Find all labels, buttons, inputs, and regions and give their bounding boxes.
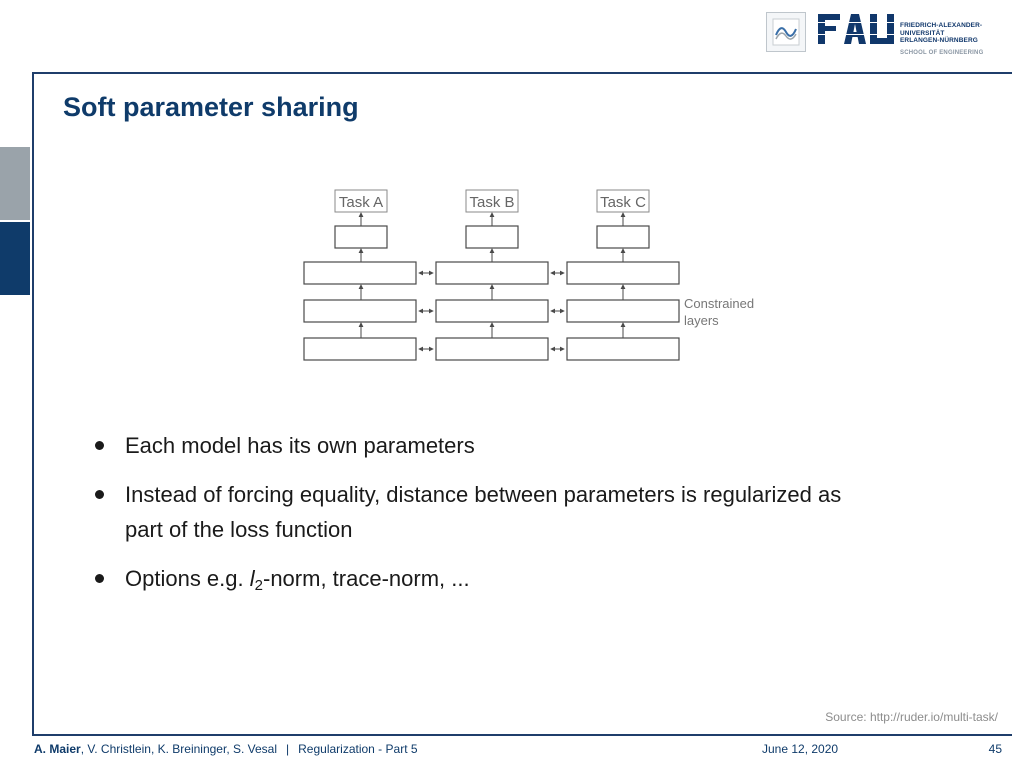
column-task-c: Task C	[566, 189, 680, 361]
university-name-line: UNIVERSITÄT	[900, 29, 945, 37]
bullet-text: -norm, trace-norm, ...	[263, 566, 470, 591]
column-task-a: Task A	[303, 189, 417, 361]
soft-sharing-diagram: Task A Task B Task C	[303, 189, 758, 361]
constrained-layer	[435, 337, 549, 361]
constrained-layer	[303, 337, 417, 361]
task-label: Task B	[469, 194, 514, 211]
task-specific-layer	[465, 225, 519, 249]
frame-left-rule	[32, 72, 34, 736]
university-name: FRIEDRICH-ALEXANDER- UNIVERSITÄT ERLANGE…	[900, 22, 982, 45]
frame-top-rule	[32, 72, 1012, 74]
bullet-text: part of the loss function	[125, 517, 353, 542]
section-tab-current[interactable]	[0, 222, 30, 295]
constrained-layer	[435, 299, 549, 323]
lead-author: A. Maier	[34, 742, 81, 756]
footer-date: June 12, 2020	[762, 742, 839, 756]
math-variable: l	[249, 566, 255, 591]
constrained-layer	[303, 299, 417, 323]
source-citation: Source: http://ruder.io/multi-task/	[825, 710, 998, 724]
bullet-text: Instead of forcing equality, distance be…	[125, 482, 842, 507]
task-label: Task C	[600, 194, 646, 211]
bullet-icon	[95, 574, 104, 583]
annotation-line: layers	[684, 313, 719, 328]
task-box	[596, 189, 650, 213]
constrained-layer	[566, 337, 680, 361]
bullet-list: Each model has its own parameters Instea…	[95, 428, 975, 617]
co-authors: , V. Christlein, K. Breininger, S. Vesal	[80, 742, 278, 756]
bullet-item: Options e.g. l2-norm, trace-norm, ...	[95, 561, 975, 603]
constrained-layer	[435, 261, 549, 285]
bullet-item: Instead of forcing equality, distance be…	[95, 477, 975, 547]
university-logo: FRIEDRICH-ALEXANDER- UNIVERSITÄT ERLANGE…	[766, 12, 996, 62]
constraint-arrows	[418, 270, 565, 352]
university-emblem-icon	[766, 12, 806, 52]
constrained-layer	[566, 299, 680, 323]
constrained-layers-label: Constrained layers	[684, 296, 758, 328]
constrained-layer	[303, 261, 417, 285]
lecture-title: Regularization - Part 5	[298, 742, 418, 756]
bullet-icon	[95, 490, 104, 499]
frame-bottom-rule	[32, 734, 1012, 736]
school-name: SCHOOL OF ENGINEERING	[900, 50, 984, 56]
annotation-line: Constrained	[684, 296, 754, 311]
university-name-line: ERLANGEN-NÜRNBERG	[900, 37, 978, 44]
footer-authors: A. Maier, V. Christlein, K. Breininger, …	[34, 742, 418, 756]
task-box	[465, 189, 519, 213]
math-subscript: 2	[254, 577, 263, 594]
bullet-text: Options e.g.	[125, 566, 244, 591]
slide-title: Soft parameter sharing	[63, 92, 359, 122]
column-task-b: Task B	[435, 189, 549, 361]
task-specific-layer	[334, 225, 388, 249]
fau-wordmark	[818, 12, 896, 51]
task-box	[334, 189, 388, 213]
university-name-line: FRIEDRICH-ALEXANDER-	[900, 22, 983, 29]
constrained-layer	[566, 261, 680, 285]
bullet-text: Each model has its own parameters	[125, 433, 475, 458]
bullet-item: Each model has its own parameters	[95, 428, 975, 463]
bullet-icon	[95, 441, 104, 450]
task-label: Task A	[339, 194, 383, 211]
section-tab-previous[interactable]	[0, 147, 30, 220]
footer-separator: |	[286, 742, 290, 756]
task-specific-layer	[596, 225, 650, 249]
page-number: 45	[988, 742, 1002, 756]
